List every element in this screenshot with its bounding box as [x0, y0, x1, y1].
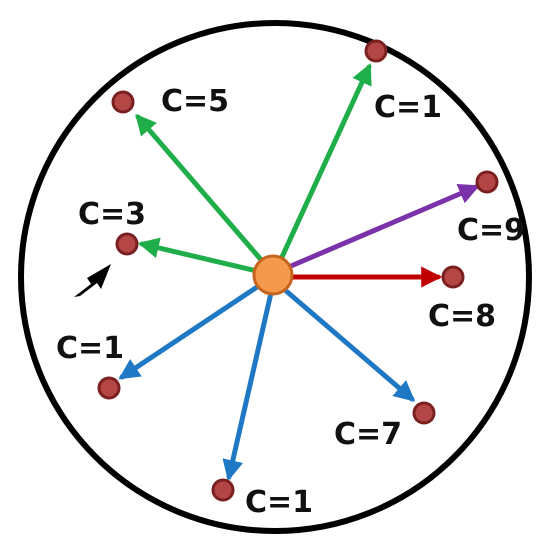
- edge-label-top-right: C=1: [374, 90, 442, 125]
- edge-label-lower-left: C=1: [56, 331, 124, 366]
- node-upper-left: [111, 90, 135, 114]
- edge-label-right: C=8: [428, 299, 496, 334]
- node-right-upper: [475, 170, 499, 194]
- edge-label-left: C=3: [78, 197, 146, 232]
- edge-arrow-lower-right: [282, 287, 416, 402]
- edge-label-upper-left: C=5: [161, 84, 229, 119]
- node-bottom: [211, 478, 235, 502]
- node-right: [441, 265, 465, 289]
- edge-label-right-upper: C=9: [457, 213, 525, 248]
- edge-arrow-bottom: [222, 290, 274, 482]
- edge-arrow-upper-left: [135, 113, 266, 265]
- node-layer: [97, 39, 499, 502]
- node-top-right: [364, 39, 388, 63]
- node-lower-left: [97, 376, 121, 400]
- black-arrow-icon: [74, 264, 111, 297]
- edge-arrow-right-upper: [288, 183, 480, 269]
- node-left: [115, 232, 139, 256]
- node-lower-right: [412, 401, 436, 425]
- edge-arrow-left: [137, 237, 260, 274]
- edge-arrow-lower-left: [118, 282, 263, 380]
- edge-layer: [118, 63, 480, 482]
- edge-arrow-top-right: [279, 63, 372, 260]
- edge-label-lower-right: C=7: [334, 417, 402, 452]
- label-layer: C=1 C=5 C=3 C=9 C=8 C=1 C=1 C=7: [56, 84, 525, 520]
- center-node: [252, 254, 294, 296]
- edge-label-bottom: C=1: [245, 485, 313, 520]
